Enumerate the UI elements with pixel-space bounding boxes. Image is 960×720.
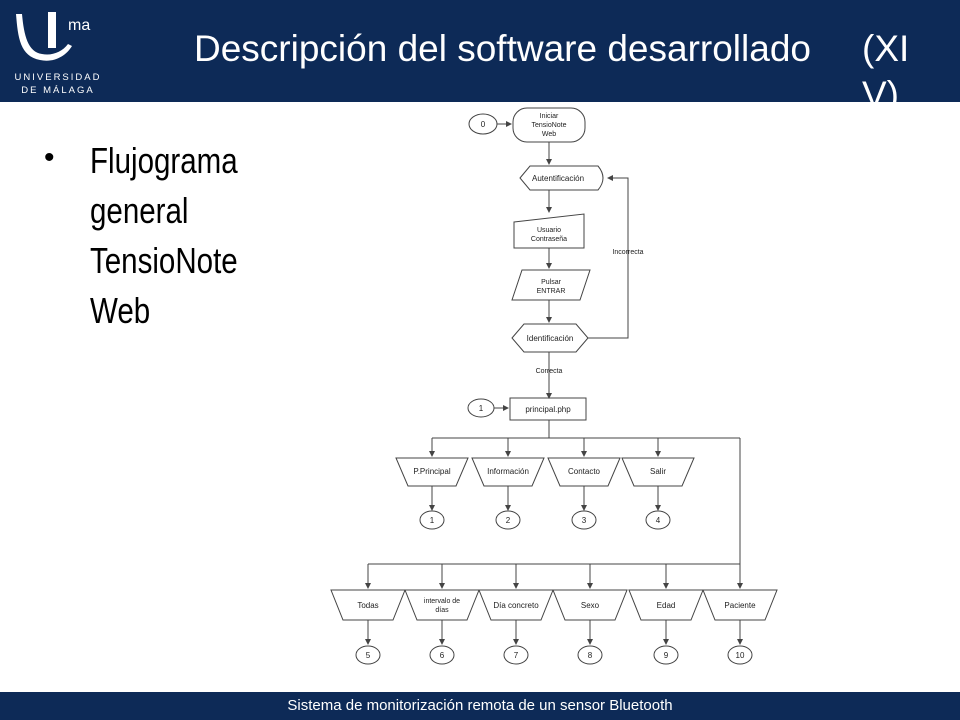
menu-row2-node xyxy=(330,589,406,621)
row2-connector xyxy=(355,645,381,665)
bullet-icon: • xyxy=(44,141,55,174)
menu-row2-label: Paciente xyxy=(724,601,756,610)
user-node xyxy=(513,213,585,249)
auth-node-label: Autentificación xyxy=(532,174,584,183)
menu-row2-label: Día concreto xyxy=(493,601,539,610)
logo-superscript: ma xyxy=(68,17,90,34)
row2-connector-label: 10 xyxy=(736,651,745,660)
row1-connector-label: 3 xyxy=(582,516,587,525)
row1-connector-label: 4 xyxy=(656,516,661,525)
main-node xyxy=(509,397,587,421)
row2-connector xyxy=(429,645,455,665)
menu-row2-label: Todas xyxy=(357,601,378,610)
main-node-label: principal.php xyxy=(525,405,571,414)
ident-node-label: Identificación xyxy=(527,334,574,343)
main-connector-label: 1 xyxy=(479,404,484,413)
row1-connector xyxy=(495,510,521,530)
row1-connector xyxy=(419,510,445,530)
menu-row1-node xyxy=(395,457,469,487)
incorrect-label: Incorrecta xyxy=(612,249,643,256)
logo-line1: UNIVERSIDAD xyxy=(15,72,102,83)
slide-title-suffix: (XIV) xyxy=(862,28,910,115)
menu-row1-node xyxy=(547,457,621,487)
row2-connector-label: 6 xyxy=(440,651,445,660)
row1-connector-label: 2 xyxy=(506,516,511,525)
auth-node xyxy=(519,165,604,191)
row1-connector xyxy=(645,510,671,530)
menu-row2-label: días xyxy=(435,607,449,614)
menu-row1-node xyxy=(621,457,695,487)
row1-connector xyxy=(571,510,597,530)
menu-row2-node xyxy=(404,589,480,621)
row2-connector-label: 7 xyxy=(514,651,519,660)
row2-connector-label: 9 xyxy=(664,651,669,660)
row2-connector-label: 5 xyxy=(366,651,371,660)
menu-row1-label: Información xyxy=(487,467,529,476)
row1-connector-label: 1 xyxy=(430,516,435,525)
menu-row1-label: P.Principal xyxy=(413,467,450,476)
menu-row1-label: Contacto xyxy=(568,467,601,476)
menu-row2-label: intervalo de xyxy=(424,598,460,605)
menu-row1-label: Salir xyxy=(650,467,666,476)
header-bar: ma UNIVERSIDAD DE MÁLAGA Descripción del… xyxy=(0,0,960,115)
row2-connector xyxy=(577,645,603,665)
bullet-text: Flujograma general TensioNote Web xyxy=(90,140,238,331)
menu-row2-node xyxy=(702,589,778,621)
slide-title: Descripción del software desarrollado xyxy=(194,28,811,69)
press-node xyxy=(511,269,591,301)
menu-row2-node xyxy=(478,589,554,621)
footer-text: Sistema de monitorización remota de un s… xyxy=(287,697,673,714)
row2-connector xyxy=(653,645,679,665)
menu-row1-node xyxy=(471,457,545,487)
logo-line2: DE MÁLAGA xyxy=(21,85,94,96)
row2-connector xyxy=(727,645,753,665)
start-connector-label: 0 xyxy=(481,120,486,129)
menu-row2-node xyxy=(628,589,704,621)
row2-connector xyxy=(503,645,529,665)
correct-label: Correcta xyxy=(536,368,563,375)
row2-connector-label: 8 xyxy=(588,651,593,660)
university-logo-icon: ma UNIVERSIDAD DE MÁLAGA xyxy=(10,8,106,96)
menu-row2-label: Sexo xyxy=(581,601,600,610)
menu-row2-node xyxy=(552,589,628,621)
menu-row2-label: Edad xyxy=(657,601,676,610)
footer-bar: Sistema de monitorización remota de un s… xyxy=(0,692,960,720)
